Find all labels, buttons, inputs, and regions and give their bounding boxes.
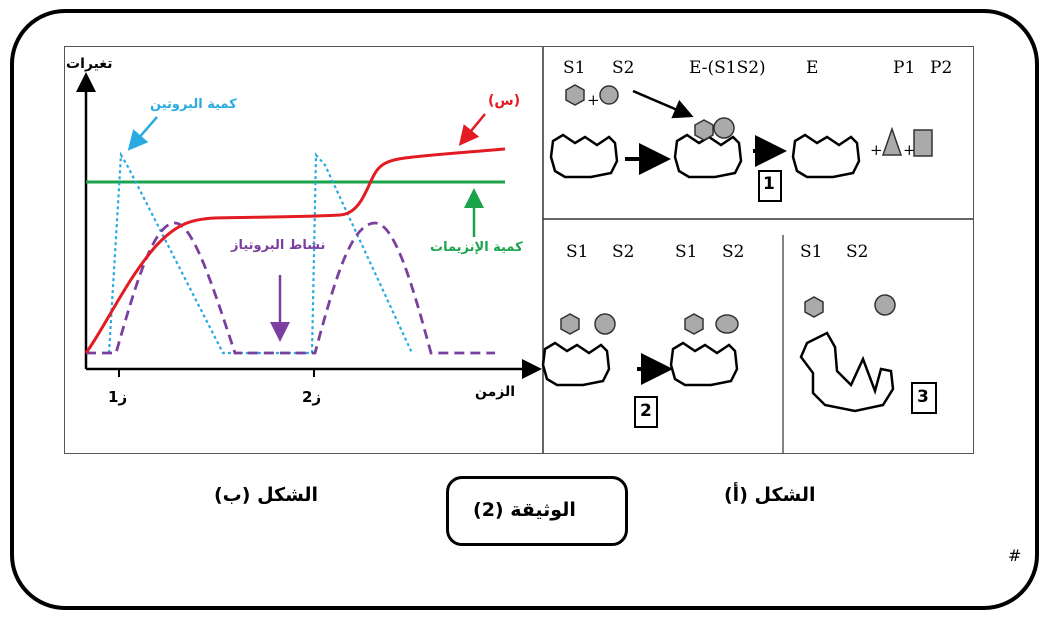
label-s2-top: S2 bbox=[612, 58, 635, 78]
protein-label: كمية البروتين bbox=[150, 97, 237, 112]
enzyme-free-icon bbox=[791, 133, 861, 179]
enzyme-modified-icon bbox=[669, 341, 739, 387]
protease-label: نشاط البروتياز bbox=[231, 238, 326, 253]
enzymes-label: كمية الإنزيمات bbox=[430, 240, 523, 255]
triangle-icon bbox=[881, 126, 903, 156]
protein-line bbox=[107, 151, 413, 355]
protease-line bbox=[86, 221, 495, 355]
label-s1-b3: S1 bbox=[800, 242, 823, 262]
x-tick-label-1: ز1 bbox=[108, 388, 128, 406]
figure-a-bottom-left bbox=[541, 313, 739, 428]
x-curve-line bbox=[84, 147, 506, 354]
label-s1-b1: S1 bbox=[566, 242, 589, 262]
label-p2: P2 bbox=[930, 58, 953, 78]
corner-mark: # bbox=[1008, 546, 1022, 565]
label-e: E bbox=[806, 58, 819, 78]
svg-text:+: + bbox=[587, 91, 600, 109]
label-s2-b3: S2 bbox=[846, 242, 869, 262]
label-complex: E-(S1S2) bbox=[689, 58, 766, 78]
document-frame bbox=[10, 9, 1039, 610]
x-curve-arrow bbox=[458, 113, 486, 146]
denatured-enzyme-icon bbox=[799, 331, 895, 413]
x-axis-label: الزمن bbox=[475, 384, 516, 400]
graph bbox=[76, 72, 542, 379]
figure-a-caption: الشكل (أ) bbox=[724, 484, 816, 506]
figure-b-caption: الشكل (ب) bbox=[214, 484, 319, 506]
step-number-2: 2 bbox=[640, 401, 652, 421]
step-number-3: 3 bbox=[917, 387, 929, 407]
label-s2-b2: S2 bbox=[722, 242, 745, 262]
figure-a-top: + + + bbox=[549, 84, 933, 202]
hexagon-icon bbox=[565, 84, 585, 106]
label-p1: P1 bbox=[893, 58, 916, 78]
figure-panel: + + + bbox=[64, 46, 974, 454]
label-s1-top: S1 bbox=[563, 58, 586, 78]
svg-text:+: + bbox=[903, 141, 916, 159]
figure-svg: + + + bbox=[76, 47, 973, 453]
rectangle-icon bbox=[913, 129, 933, 157]
svg-text:+: + bbox=[870, 141, 883, 159]
label-s2-b1: S2 bbox=[612, 242, 635, 262]
enzyme-substrate-icon bbox=[673, 133, 743, 179]
x-curve-label: (س) bbox=[488, 93, 521, 109]
y-axis-label: تغيرات bbox=[66, 56, 113, 72]
enzyme-icon bbox=[541, 341, 611, 387]
label-s1-b2: S1 bbox=[675, 242, 698, 262]
enzyme-icon bbox=[549, 133, 619, 179]
step-number-1: 1 bbox=[763, 174, 775, 194]
figure-a-bottom-right bbox=[799, 294, 937, 414]
x-tick-label-2: ز2 bbox=[302, 388, 322, 406]
circle-icon bbox=[599, 85, 619, 105]
document-title-box: الوثيقة (2) bbox=[446, 476, 628, 546]
protein-arrow bbox=[127, 116, 158, 151]
document-title: الوثيقة (2) bbox=[473, 499, 576, 521]
